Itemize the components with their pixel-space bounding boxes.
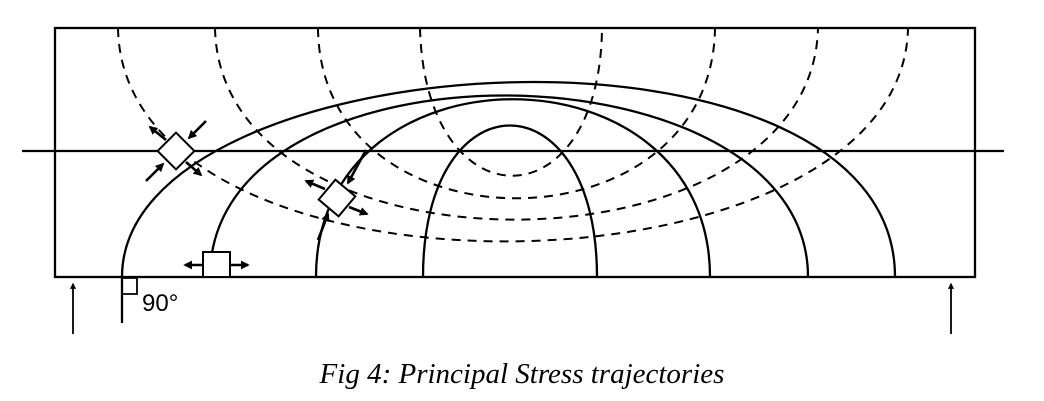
element-2-compression-arrow-bottom [316, 212, 330, 241]
stress-element-web [304, 149, 369, 241]
element-square-3 [202, 251, 231, 278]
right-angle-label: 90° [142, 290, 178, 317]
element-square-2 [317, 178, 357, 218]
right-angle-mark [122, 277, 138, 295]
element-2-tension-arrow-right [348, 205, 369, 216]
element-1-tension-arrow-right [185, 161, 203, 177]
element-square-1 [156, 131, 196, 171]
compression-trajectory-4 [421, 124, 599, 278]
element-1-compression-arrow-bottom [145, 162, 165, 182]
compression-trajectory-2 [208, 94, 810, 278]
tension-trajectory-2 [214, 27, 819, 221]
stress-element-neutral-axis [145, 120, 207, 182]
element-1-compression-arrow-top [187, 120, 207, 140]
principal-stress-diagram: 90° [22, 26, 1004, 334]
figure-caption: Fig 4: Principal Stress trajectories [319, 358, 725, 390]
beam-outline [53, 26, 977, 279]
tension-trajectory-4 [419, 27, 603, 177]
element-1-tension-arrow-left [148, 125, 167, 142]
compression-trajectory-1 [120, 80, 897, 278]
tension-trajectory-3 [317, 27, 716, 200]
element-2-compression-arrow-top [346, 149, 368, 185]
stress-element-bottom [183, 251, 250, 278]
element-2-tension-arrow-left [304, 179, 326, 191]
